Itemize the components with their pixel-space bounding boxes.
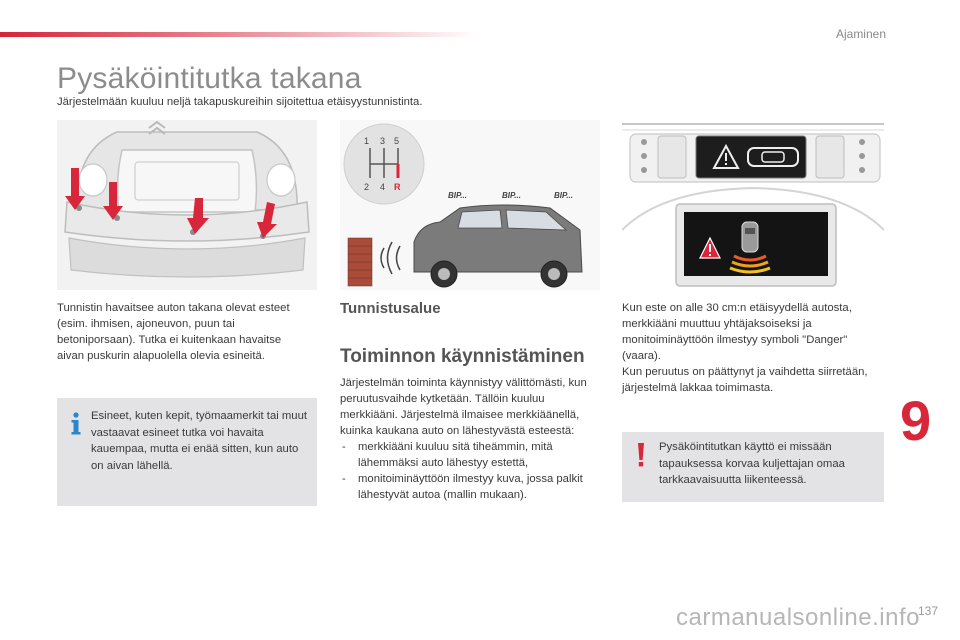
info-icon: [69, 412, 83, 436]
gear-label: 4: [380, 182, 385, 192]
gear-label: 2: [364, 182, 369, 192]
deactivation-paragraph: Kun peruutus on päättynyt ja vaihdetta s…: [622, 366, 868, 394]
info-note-text: Esineet, kuten kepit, työmaamerkit tai m…: [91, 410, 307, 472]
activation-paragraph: Järjestelmän toiminta käynnistyy välittö…: [340, 377, 587, 437]
header-accent-bar: [0, 32, 480, 37]
warning-note-text: Pysäköintitutkan käyttö ei missään tapau…: [659, 441, 845, 486]
page-title: Pysäköintitutka takana: [57, 62, 362, 95]
beep-label: BIP...: [448, 191, 467, 200]
gear-label: 1: [364, 136, 369, 146]
list-item: monitoiminäyttöön ilmestyy kuva, jossa p…: [340, 471, 592, 503]
activation-list: merkkiääni kuuluu sitä tiheämmin, mitä l…: [340, 439, 592, 503]
footer-watermark: carmanualsonline.info: [676, 604, 920, 631]
detection-area-heading: Tunnistusalue: [340, 300, 441, 317]
gear-label: 3: [380, 136, 385, 146]
list-item: merkkiääni kuuluu sitä tiheämmin, mitä l…: [340, 439, 592, 471]
danger-section: Kun este on alle 30 cm:n etäisyydellä au…: [622, 300, 882, 396]
parking-beep-illustration: 1 3 5 2 4 R BIP... BIP... BIP...: [340, 120, 600, 290]
info-note: Esineet, kuten kepit, työmaamerkit tai m…: [57, 398, 317, 506]
display-danger-illustration: [622, 120, 884, 290]
warning-note: Pysäköintitutkan käyttö ei missään tapau…: [622, 432, 884, 502]
page-number: 137: [918, 604, 939, 618]
chapter-number: 9: [900, 389, 932, 452]
gear-label-reverse: R: [394, 182, 401, 192]
activation-heading: Toiminnon käynnistäminen: [340, 346, 585, 367]
danger-paragraph: Kun este on alle 30 cm:n etäisyydellä au…: [622, 302, 852, 362]
exclamation-icon: [634, 442, 648, 468]
beep-label: BIP...: [502, 191, 521, 200]
sensor-detection-paragraph: Tunnistin havaitsee auton takana olevat …: [57, 302, 290, 362]
rear-bumper-illustration: [57, 120, 317, 290]
gear-label: 5: [394, 136, 399, 146]
section-title: Ajaminen: [835, 27, 886, 41]
intro-text: Järjestelmään kuuluu neljä takapuskureih…: [57, 96, 423, 108]
beep-label: BIP...: [554, 191, 573, 200]
activation-section: Järjestelmän toiminta käynnistyy välittö…: [340, 375, 592, 503]
